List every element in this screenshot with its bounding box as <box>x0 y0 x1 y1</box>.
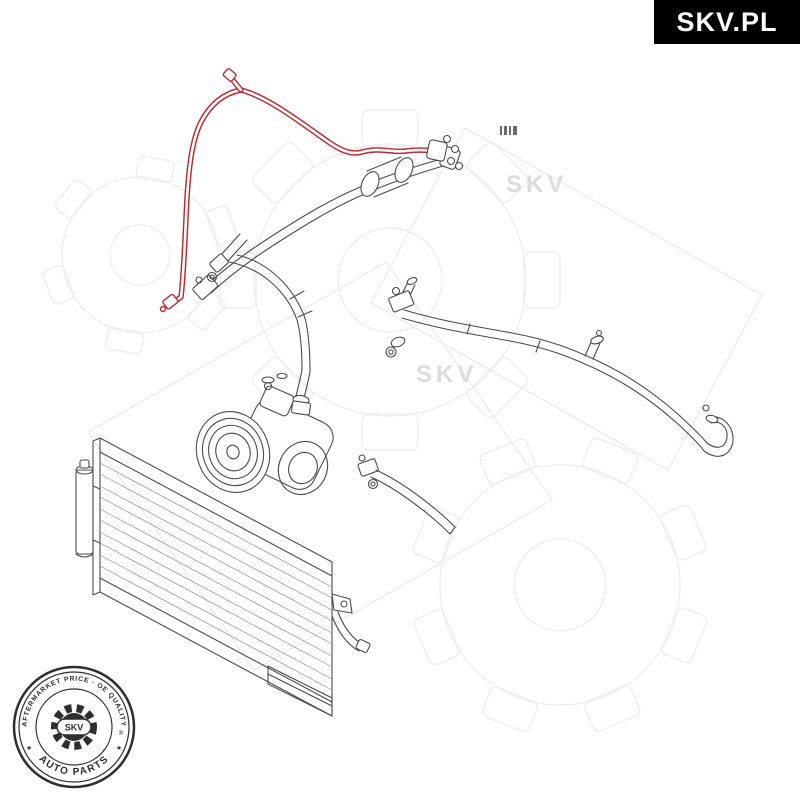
suction-hose-group <box>192 144 464 416</box>
condenser-group <box>75 437 371 717</box>
stamp-center-label: SKV <box>65 723 84 733</box>
short-pipe-group <box>357 454 456 535</box>
highlighted-red-pipe <box>159 68 456 313</box>
gear-watermark-2 <box>412 437 708 733</box>
stamp-bottom-arc-text: AUTO PARTS <box>37 753 112 778</box>
stamp-separator-left: ★ <box>26 744 32 752</box>
liquid-pipe-group <box>385 277 734 457</box>
stamp-center-badge <box>56 718 92 736</box>
barcode-icon <box>500 126 517 135</box>
brand-logo: SKV.PL <box>654 0 800 44</box>
panel-watermark-2 <box>87 261 553 671</box>
skv-watermark-text-2: SKV <box>416 361 477 388</box>
quality-stamp: AFTERMARKET PRICE · OE QUALITY AUTO PART… <box>12 665 136 789</box>
stamp-registered-mark: ® <box>119 730 124 737</box>
skv-watermark-text-1: SKV <box>506 171 567 198</box>
panel-watermark-1 <box>370 127 763 471</box>
brand-logo-text: SKV.PL <box>676 6 778 37</box>
compressor-group <box>195 372 334 495</box>
stamp-separator-right: ★ <box>116 744 122 752</box>
receiver-drier <box>75 459 101 558</box>
watermark-layer: SKV SKV <box>42 109 763 733</box>
gear-watermark-3 <box>42 155 238 355</box>
